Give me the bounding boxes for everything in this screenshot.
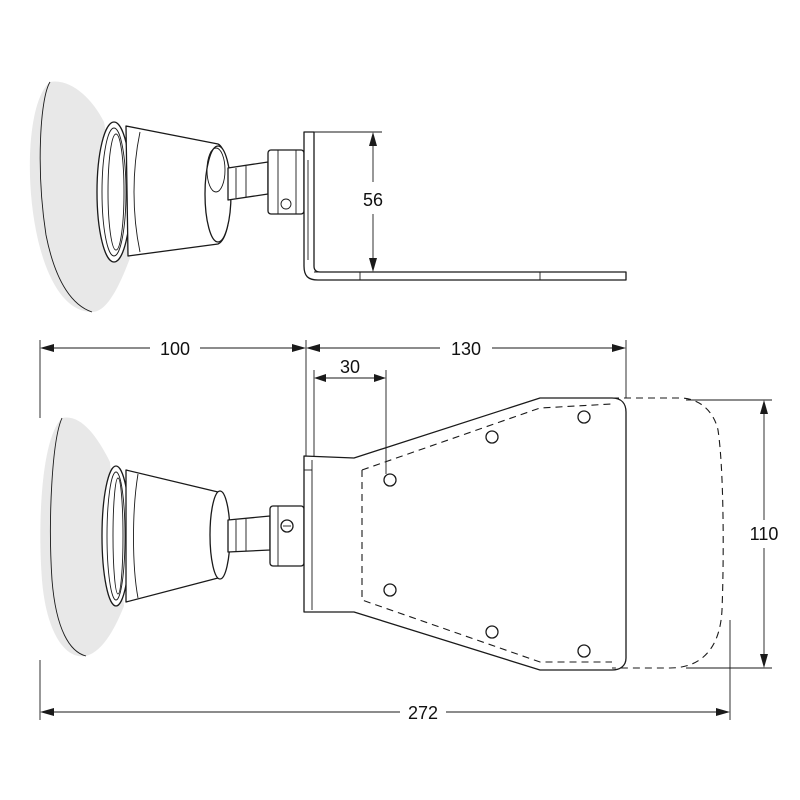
mounting-hole: [485, 430, 499, 444]
plan-view: [40, 397, 724, 671]
dimension-label-plate-width: 110: [750, 524, 779, 544]
dimension-label-lamp-offset: 100: [160, 339, 190, 359]
mounting-hole: [577, 644, 591, 658]
dimension-label-bracket-length: 130: [451, 339, 481, 359]
dimension-110: 110: [686, 399, 786, 669]
side-elevation-view: [29, 81, 627, 313]
mounting-hole: [577, 410, 591, 424]
dimension-label-bracket-height: 56: [363, 190, 383, 210]
swivel-clamp-plan: [269, 505, 305, 567]
reflector-shade-plan: [40, 417, 124, 657]
plate-hidden-outline: [361, 403, 613, 663]
dimension-130: 130: [306, 339, 627, 398]
dimension-30: 30: [313, 357, 387, 474]
alternate-plate-outline: [612, 397, 724, 669]
dimension-56: 56: [314, 131, 390, 273]
l-bracket-side: [303, 131, 627, 281]
dimension-label-overall-length: 272: [408, 703, 438, 723]
dimension-label-hole-offset: 30: [340, 357, 360, 377]
swivel-clamp-side: [267, 149, 305, 215]
dimension-272: 272: [39, 620, 731, 723]
mounting-hole: [485, 625, 499, 639]
dimension-100: 100: [39, 339, 307, 456]
mounting-hole: [383, 583, 397, 597]
mounting-plate-plan: [303, 397, 627, 671]
mounting-hole: [383, 473, 397, 487]
